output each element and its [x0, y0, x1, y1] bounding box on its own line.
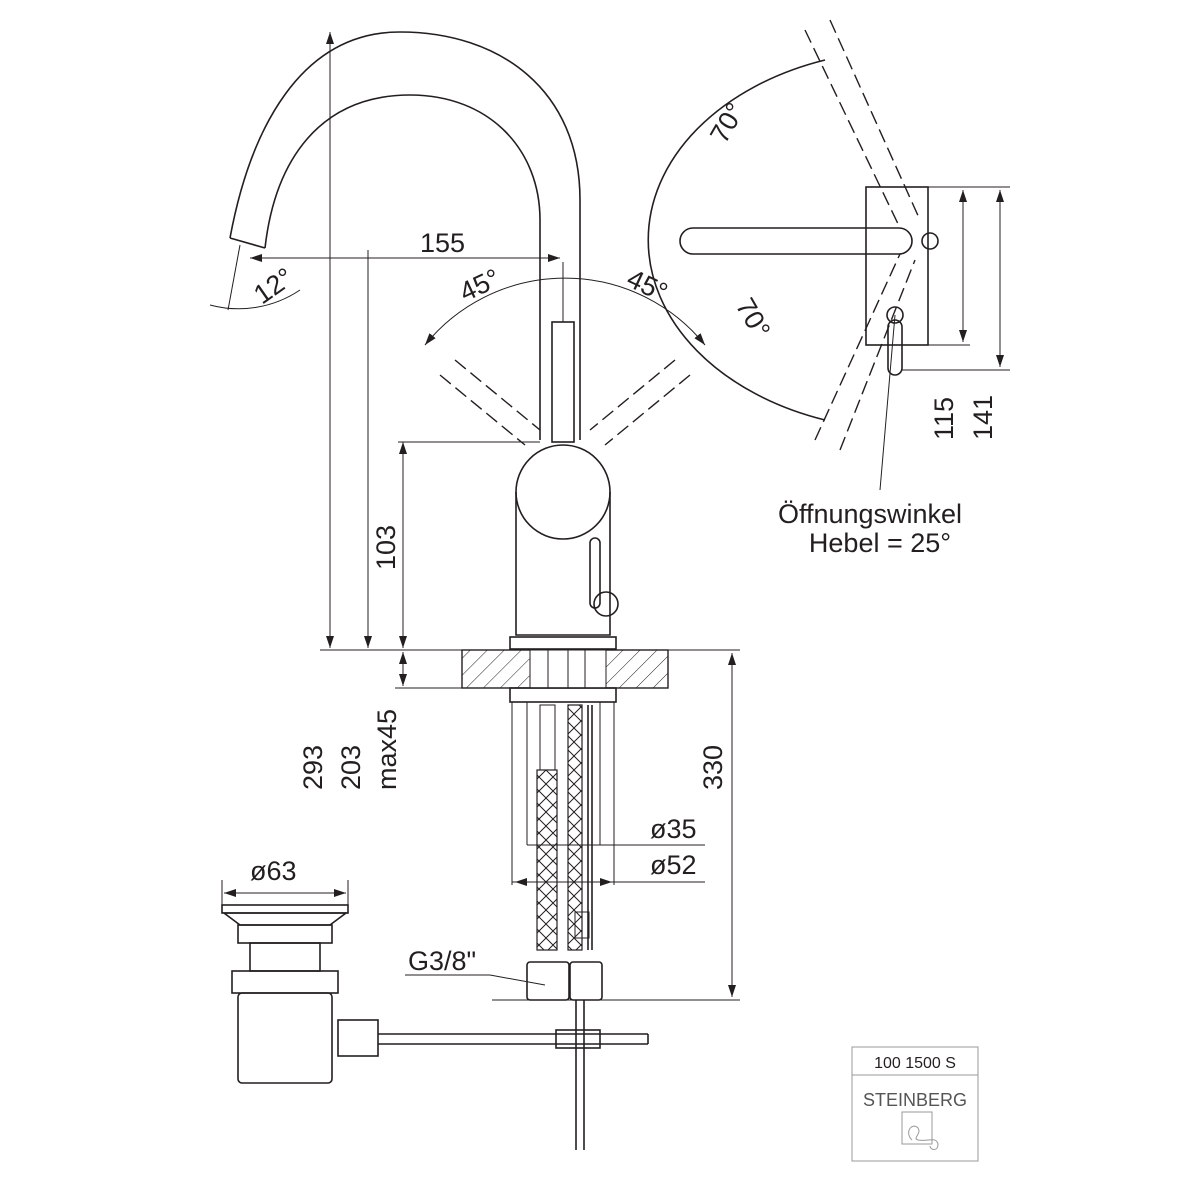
- dim-hose-length: 330: [698, 745, 728, 790]
- dim-thread: G3/8": [408, 946, 476, 976]
- dim-total-height: 293: [298, 745, 328, 790]
- brand-name: STEINBERG: [863, 1090, 967, 1110]
- dim-reach: 155: [420, 228, 465, 258]
- dim-dia-large: ø52: [650, 850, 697, 880]
- hoses: [526, 702, 603, 1150]
- side-view: [647, 19, 1010, 491]
- lever-front: [439, 321, 691, 446]
- dim-side-up-angle: 70°: [704, 98, 750, 148]
- spout: [229, 31, 581, 440]
- dim-side-down-angle: 70°: [730, 293, 776, 343]
- dim-body-height: 103: [371, 525, 401, 570]
- dim-spout-angle: 12°: [248, 262, 299, 310]
- dim-spout-height: 203: [336, 745, 366, 790]
- dim-side-height-1: 115: [929, 397, 959, 440]
- faucet-body: [509, 444, 619, 650]
- dim-lever-right-angle: 45°: [622, 263, 672, 307]
- title-block: 100 1500 S STEINBERG: [851, 1046, 979, 1162]
- dim-lever-left-angle: 45°: [455, 263, 505, 307]
- dim-drain-dia: ø63: [250, 856, 297, 886]
- dim-max-counter: max45: [372, 709, 402, 790]
- brand-logo-icon: [901, 1111, 939, 1150]
- article-number: 100 1500 S: [874, 1055, 956, 1072]
- drain-valve: [221, 904, 649, 1084]
- dimension-lines: [209, 32, 740, 1001]
- note-lever-angle: Hebel = 25°: [809, 528, 951, 558]
- countertop-section: [461, 649, 669, 703]
- dim-side-height-2: 141: [968, 395, 998, 440]
- dim-dia-small: ø35: [650, 814, 697, 844]
- note-opening-angle: Öffnungswinkel: [778, 499, 962, 529]
